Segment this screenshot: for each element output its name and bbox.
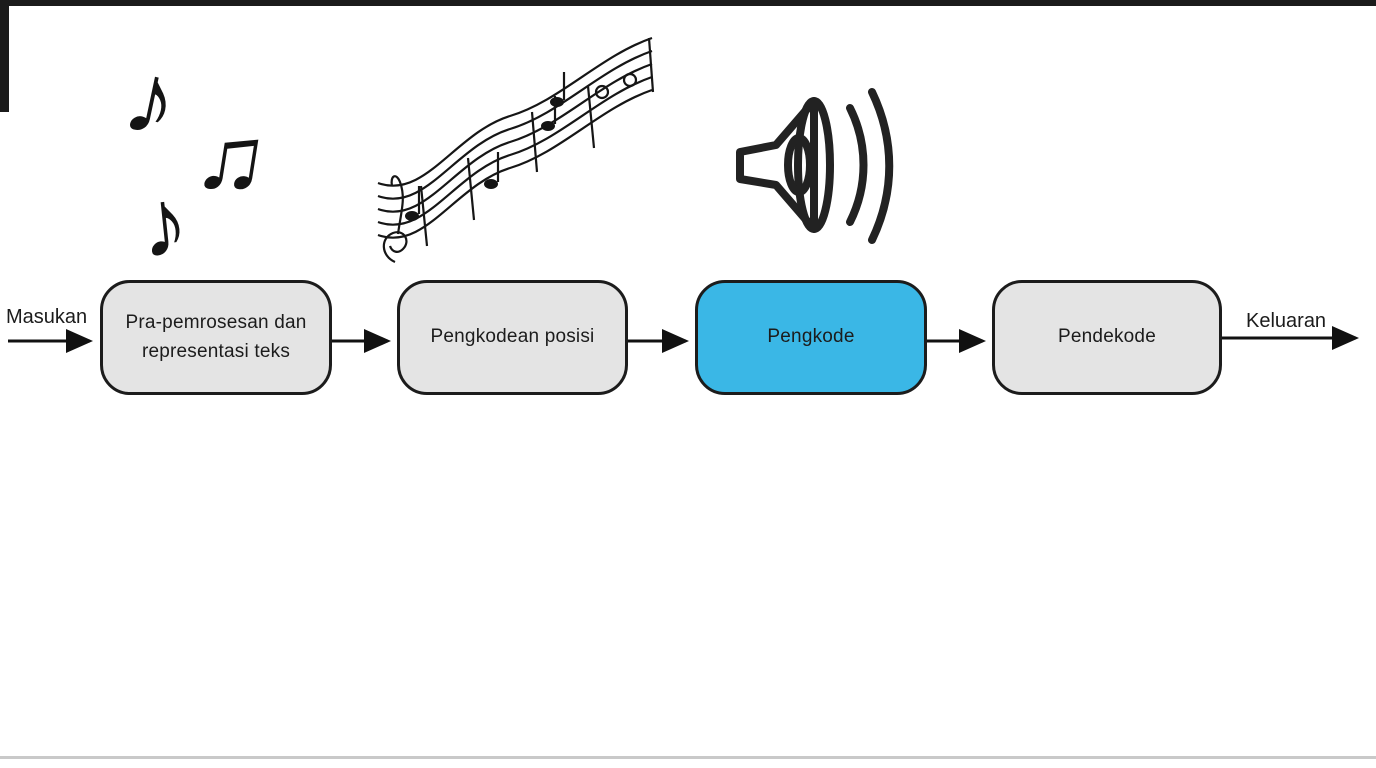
output-label: Keluaran — [1246, 310, 1327, 332]
node-label: Pendekode — [1058, 326, 1156, 348]
node-label: Pengkode — [767, 326, 855, 348]
node-pra-pemrosesan: Pra-pemrosesan dan representasi teks — [100, 280, 332, 395]
music-note-icon: ♪ — [114, 37, 189, 161]
node-label: Pra-pemrosesan dan representasi teks — [125, 312, 307, 362]
node-label: Pengkodean posisi — [430, 326, 595, 348]
edge-artifact-left — [0, 0, 9, 112]
node-pendekode: Pendekode — [992, 280, 1222, 395]
node-pengkode: Pengkode — [695, 280, 927, 395]
edge-artifact-top — [0, 0, 1376, 6]
music-note-icon: ♪ — [134, 167, 194, 280]
node-pengkodean-posisi: Pengkodean posisi — [397, 280, 628, 395]
input-label: Masukan — [6, 306, 88, 328]
edge-artifact-bottom — [0, 756, 1376, 759]
music-note-icon: ♫ — [188, 99, 277, 216]
speaker-icon — [736, 88, 894, 244]
music-staff-icon — [377, 36, 655, 264]
